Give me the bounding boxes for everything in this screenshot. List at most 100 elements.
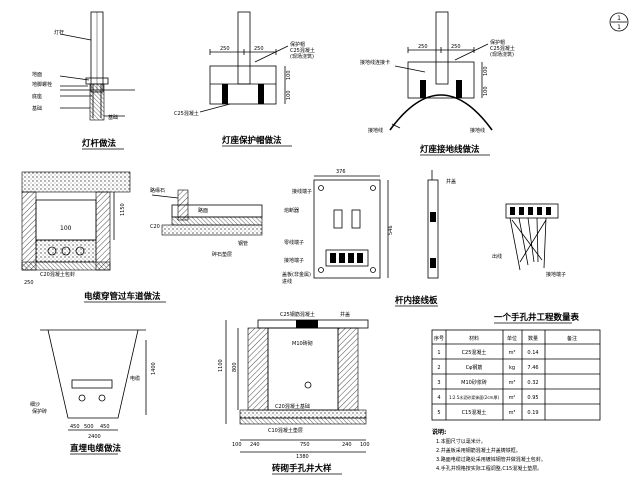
dim-1400: 1400 bbox=[151, 362, 157, 375]
dim-750: 750 bbox=[300, 442, 310, 448]
dim-240-b: 240 bbox=[342, 442, 352, 448]
cell-r2-c2: Cφ钢筋 bbox=[466, 364, 483, 371]
title-base-protection: 灯座保护帽做法 bbox=[222, 135, 282, 146]
label-ground-cap: 保护帽 bbox=[490, 39, 505, 46]
label-curb: 路缘石 bbox=[150, 187, 165, 194]
detail-cable-crossing: 100 1150 C20混凝土包封 250 电缆穿管过车道做法 路缘石 路面 C… bbox=[21, 171, 263, 303]
label-foundation: 基础 bbox=[32, 105, 42, 112]
cell-r5-c2: C15混凝土 bbox=[462, 409, 487, 416]
detail-hand-hole: C25钢筋混凝土 井盖 M10砖砌 C20混凝土基础 C10混凝土垫层 1100… bbox=[218, 311, 370, 475]
label-board-ground: 接地端子 bbox=[284, 257, 304, 264]
title-hand-hole: 砖砌手孔井大样 bbox=[272, 463, 332, 474]
dim-240-a: 240 bbox=[250, 442, 260, 448]
dim-500: 500 bbox=[84, 424, 94, 430]
label-frame: C20混凝土基础 bbox=[275, 403, 310, 410]
dim-250-b: 250 bbox=[254, 46, 264, 52]
cell-r2-c1: 2 bbox=[437, 365, 440, 371]
label-board-neutral: 零线端子 bbox=[284, 239, 304, 246]
label-pole-bottom: 基础 bbox=[108, 114, 118, 121]
label-ground-cap-note: (现场浇筑) bbox=[490, 51, 514, 58]
label-anchor-bolt: 地脚螺栓 bbox=[32, 81, 52, 88]
label-pole-top: 灯杆 bbox=[54, 29, 64, 36]
detail-base-protection: 250 250 100 100 保护帽 C25混凝土 (现场浇筑) C25混凝土… bbox=[174, 11, 315, 147]
label-protect-cap-b: C25混凝土 bbox=[290, 47, 315, 54]
title-base-grounding: 灯座接地线做法 bbox=[420, 144, 480, 155]
detail-cable-trench: 1400 电缆 细沙 保护砖 450 500 450 2400 直埋电缆做法 bbox=[30, 329, 157, 455]
note-2: 2.井盖板采用钢筋混凝土井盖铸铁框。 bbox=[436, 447, 521, 454]
note-4: 4.手孔井规格按实际工程调整,C15混凝土垫层。 bbox=[436, 465, 542, 472]
cell-r5-c4: 0.19 bbox=[527, 410, 538, 416]
detail-base-grounding: 250 250 100 100 保护帽 C25混凝土 (现场浇筑) 接地线连接卡… bbox=[360, 11, 515, 156]
dim-450-b: 450 bbox=[100, 424, 110, 430]
dim-1380: 1380 bbox=[296, 454, 309, 460]
th-note: 备注 bbox=[567, 335, 577, 342]
notes-block: 说明: 1.本图尺寸以毫米计。 2.井盖板采用钢筋混凝土井盖铸铁框。 3.路面电… bbox=[432, 428, 546, 472]
label-gravel: 碎石垫层 bbox=[212, 251, 232, 258]
sheet-number-top: 1 bbox=[617, 15, 621, 22]
label-trench-sand: 细沙 bbox=[30, 401, 40, 408]
th-index: 序号 bbox=[434, 335, 444, 342]
label-sand-fill: C20混凝土包封 bbox=[40, 271, 75, 278]
title-pole-method: 灯杆做法 bbox=[82, 138, 117, 149]
th-material: 材料 bbox=[469, 335, 479, 342]
detail-pole-method: 灯杆 地面 地脚螺栓 底座 基础 基础 灯杆做法 bbox=[32, 11, 135, 150]
cell-r2-c4: 7.46 bbox=[527, 365, 538, 371]
dim-100-r: 100 bbox=[360, 442, 370, 448]
dim-100-l: 100 bbox=[232, 442, 242, 448]
label-ground-bar-left: 接地线 bbox=[368, 127, 383, 134]
cell-r3-c3: m³ bbox=[509, 380, 516, 386]
cell-r3-c2: M10砂浆砖 bbox=[461, 379, 487, 386]
label-pipe-size: 100 bbox=[60, 225, 72, 232]
label-steel-pipe: 钢管 bbox=[238, 240, 248, 247]
label-board-fuse: 熔断器 bbox=[284, 207, 299, 214]
label-ground-bar-right: 接地线 bbox=[470, 127, 485, 134]
cell-r1-c3: m³ bbox=[509, 350, 516, 356]
label-board-cover: 盖板(非金属) bbox=[282, 271, 311, 278]
th-qty: 数量 bbox=[528, 335, 538, 342]
dim-100-b: 100 bbox=[286, 90, 292, 100]
dim-250-c: 250 bbox=[418, 44, 428, 50]
cell-r4-c3: m² bbox=[509, 395, 516, 401]
title-cable-trench: 直埋电缆做法 bbox=[70, 443, 122, 454]
label-protect-cap-a: 保护帽 bbox=[290, 41, 305, 48]
sheet-number-bottom: 1 bbox=[617, 24, 621, 31]
title-quantity-table: 一个手孔井工程数量表 bbox=[494, 312, 580, 323]
cell-r1-c1: 1 bbox=[437, 350, 440, 356]
label-wall: M10砖砌 bbox=[292, 340, 313, 347]
cell-r4-c1: 4 bbox=[437, 395, 440, 401]
label-board-terminal: 接线端子 bbox=[292, 188, 312, 195]
dim-546: 546 bbox=[388, 225, 394, 235]
dim-250-a: 250 bbox=[220, 46, 230, 52]
label-ground-clamp: 接地线连接卡 bbox=[360, 59, 390, 66]
cell-r1-c2: C25混凝土 bbox=[462, 349, 487, 356]
dim-1100: 1100 bbox=[218, 359, 224, 372]
label-wire-out: 出线 bbox=[492, 253, 502, 260]
dim-250-w: 250 bbox=[24, 280, 34, 286]
dim-376: 376 bbox=[336, 169, 346, 175]
label-concrete-block: C20 bbox=[150, 224, 160, 230]
cell-r2-c3: kg bbox=[509, 365, 515, 371]
label-trench-cable: 电缆 bbox=[130, 375, 140, 382]
cell-r5-c3: m³ bbox=[509, 410, 516, 416]
label-cover: 井盖 bbox=[340, 311, 350, 318]
sheet-number-badge: 1 1 bbox=[609, 12, 629, 32]
cell-r3-c1: 3 bbox=[437, 380, 440, 386]
detail-wiring-board: 376 546 接线端子 熔断器 零线端子 接地端子 盖板(非金属) 进线 井盖… bbox=[282, 169, 566, 307]
th-unit: 单位 bbox=[507, 335, 517, 342]
note-3: 3.路面电缆过路处采用镀锌钢管并做混凝土包封。 bbox=[436, 456, 546, 463]
dim-100-c: 100 bbox=[483, 66, 489, 76]
label-cap-bottom: C25混凝土 bbox=[174, 110, 199, 117]
dim-800: 800 bbox=[232, 362, 238, 372]
quantity-table: 一个手孔井工程数量表 序号 材料 单位 数量 备注 1 C25混凝土 m³ 0.… bbox=[431, 312, 601, 421]
title-cable-crossing: 电缆穿管过车道做法 bbox=[84, 291, 161, 302]
label-base-plate: 底座 bbox=[32, 93, 42, 100]
label-ground-cap-b: C25混凝土 bbox=[490, 45, 515, 52]
label-board-side-cover: 井盖 bbox=[446, 178, 456, 185]
label-trench-brick: 保护砖 bbox=[32, 408, 47, 415]
cell-r4-c2: 1:2.5水泥砂浆抹面(2cm厚) bbox=[449, 394, 499, 400]
title-pole-wiring: 杆内接线板 bbox=[395, 295, 438, 306]
label-cover-plate: C25钢筋混凝土 bbox=[280, 311, 315, 318]
label-road-surface: 路面 bbox=[198, 207, 208, 214]
label-bottom: C10混凝土垫层 bbox=[268, 427, 303, 434]
